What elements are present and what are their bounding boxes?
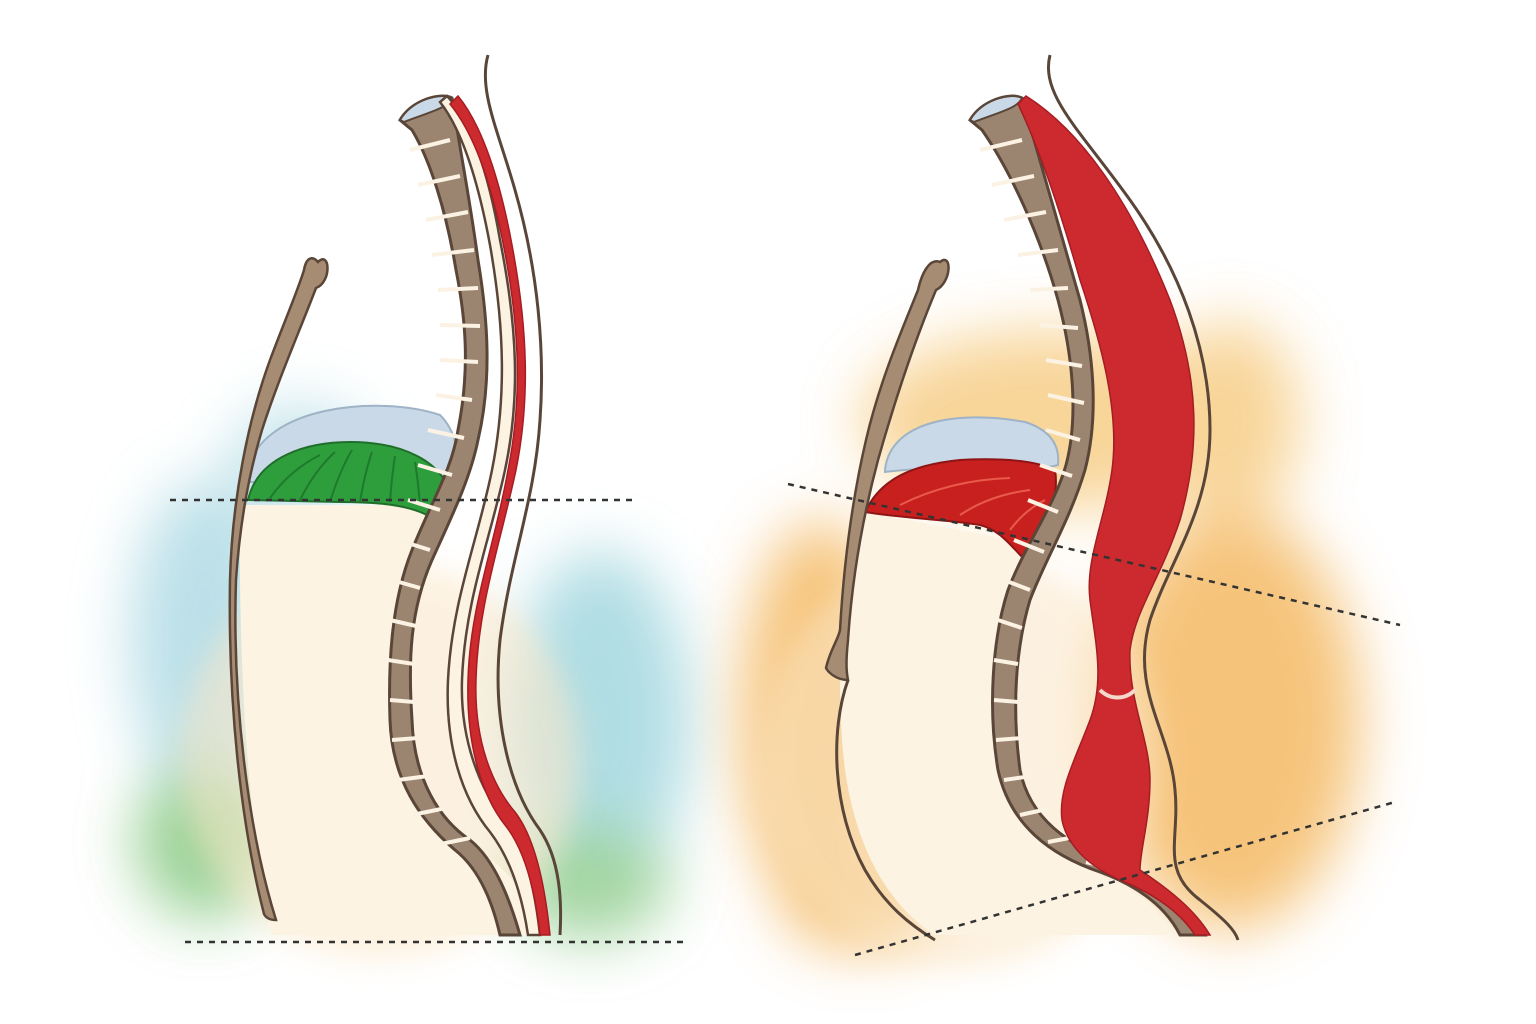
vertebral-disc: [1027, 498, 1059, 514]
left-panel: [130, 54, 690, 960]
vertebral-disc: [1003, 210, 1047, 222]
vertebral-disc: [439, 323, 481, 328]
vertebral-disc: [431, 248, 475, 257]
vertebral-disc: [991, 174, 1035, 187]
vertebral-disc: [397, 774, 429, 782]
left-muscle: [438, 94, 542, 937]
vertebral-disc: [427, 428, 465, 440]
vertebral-disc: [993, 698, 1019, 704]
vertebral-disc: [1003, 578, 1031, 592]
left-spine: [388, 94, 522, 937]
left-back-outline: [483, 54, 563, 936]
vertebral-disc: [1039, 323, 1079, 330]
vertebral-disc: [1029, 286, 1069, 292]
vertebral-disc: [993, 658, 1019, 666]
vertebral-disc: [1045, 358, 1083, 368]
left-diaphragm-ribs: [269, 449, 421, 506]
right-muscle-highlight: [1098, 688, 1137, 700]
vertebral-disc: [417, 174, 461, 187]
vertebral-disc: [979, 138, 1023, 152]
left-vertebral-discs: [387, 138, 481, 847]
vertebral-disc: [389, 698, 415, 704]
vertebral-disc: [391, 736, 419, 742]
right-back-outline: [1047, 54, 1240, 941]
vertebral-disc: [995, 736, 1023, 742]
right-muscle-red: [1017, 95, 1212, 936]
vertebral-disc: [435, 393, 473, 402]
vertebral-disc: [997, 618, 1023, 630]
right-spine-cap: [968, 95, 1024, 124]
wash-orange-upper-right: [1160, 320, 1300, 520]
vertebral-disc: [1039, 463, 1073, 478]
vertebral-disc: [1017, 248, 1059, 257]
left-muscle-red: [448, 94, 551, 936]
right-torso: [840, 510, 1170, 935]
vertebral-disc: [439, 358, 479, 364]
vertebral-disc: [411, 806, 447, 817]
right-guide-line-bottom: [854, 800, 1396, 957]
vertebral-disc: [1019, 806, 1053, 817]
vertebral-disc: [387, 658, 415, 666]
vertebral-disc: [397, 538, 431, 552]
vertebral-disc: [389, 618, 417, 628]
wash-orange-right: [1100, 510, 1360, 930]
vertebral-disc: [1045, 428, 1081, 442]
vertebral-disc: [409, 138, 451, 152]
right-sternum: [824, 258, 950, 682]
vertebral-disc: [407, 498, 441, 512]
vertebral-disc: [417, 463, 453, 477]
vertebral-disc: [435, 836, 471, 847]
right-panel: [740, 54, 1401, 970]
right-vertebral-discs: [979, 138, 1113, 870]
vertebral-disc: [1003, 774, 1033, 782]
right-guide-line-top: [787, 482, 1401, 627]
vertebral-disc: [1047, 393, 1085, 405]
right-diaphragm-folds: [899, 477, 1046, 531]
vertebral-disc: [437, 286, 479, 292]
left-sternum: [228, 257, 329, 922]
vertebral-disc: [1013, 538, 1045, 554]
vertebral-disc: [425, 210, 469, 222]
right-belly-outline: [835, 679, 936, 942]
vertebral-disc: [391, 578, 421, 590]
